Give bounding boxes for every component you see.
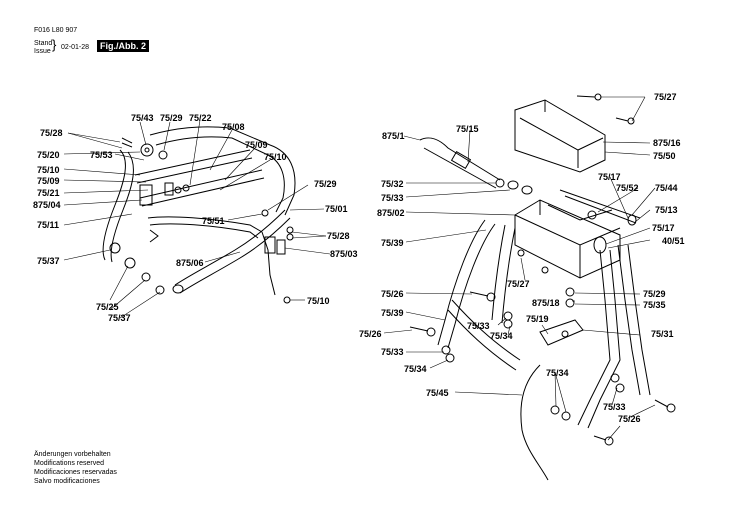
right-tubes xyxy=(437,219,651,481)
issue-date: 02-01-28 xyxy=(61,44,90,51)
part-label-75-13: 75/13 xyxy=(655,205,678,215)
left-clamps-and-bolts xyxy=(109,137,294,304)
left-leader-lines xyxy=(63,119,331,319)
part-label-75-33: 75/33 xyxy=(381,193,404,203)
part-label-75-29: 75/29 xyxy=(643,289,666,299)
part-label-75-10: 75/10 xyxy=(264,152,287,162)
part-label-75-32: 75/32 xyxy=(381,179,404,189)
part-label-75-08: 75/08 xyxy=(222,122,245,132)
left-lower-tube xyxy=(147,209,291,296)
part-label-75-39: 75/39 xyxy=(381,238,404,248)
left-handle-frame xyxy=(102,126,296,263)
part-label-875-02: 875/02 xyxy=(377,208,405,218)
part-label-75-29: 75/29 xyxy=(160,113,183,123)
part-label-75-31: 75/31 xyxy=(651,329,674,339)
part-label-875-04: 875/04 xyxy=(33,200,61,210)
right-hardware xyxy=(409,93,676,446)
part-label-75-28: 75/28 xyxy=(327,231,350,241)
part-label-75-10: 75/10 xyxy=(37,165,60,175)
part-label-40-51: 40/51 xyxy=(662,236,685,246)
part-label-875-16: 875/16 xyxy=(653,138,681,148)
part-label-75-21: 75/21 xyxy=(37,188,60,198)
part-label-75-25: 75/25 xyxy=(96,302,119,312)
part-label-75-37: 75/37 xyxy=(108,313,131,323)
part-label-75-27: 75/27 xyxy=(507,279,530,289)
part-label-75-44: 75/44 xyxy=(655,183,678,193)
part-label-75-34: 75/34 xyxy=(546,368,569,378)
right-cover-box xyxy=(514,99,606,173)
part-label-75-01: 75/01 xyxy=(325,204,348,214)
part-label-75-28: 75/28 xyxy=(40,128,63,138)
part-label-75-10: 75/10 xyxy=(307,296,330,306)
stand-label: Stand xyxy=(34,40,53,47)
footer-line-de: Änderungen vorbehalten xyxy=(34,451,111,458)
right-handle-rod xyxy=(419,137,533,195)
part-label-75-26: 75/26 xyxy=(618,414,641,424)
part-label-75-17: 75/17 xyxy=(598,172,621,182)
part-label-75-11: 75/11 xyxy=(37,220,60,230)
figure-badge: Fig./Abb. 2 xyxy=(97,40,149,52)
brace-glyph: } xyxy=(52,37,57,52)
doc-number: F016 L80 907 xyxy=(34,27,78,34)
part-label-75-43: 75/43 xyxy=(131,113,154,123)
part-label-75-53: 75/53 xyxy=(90,150,113,160)
part-label-75-33: 75/33 xyxy=(381,347,404,357)
part-label-875-18: 875/18 xyxy=(532,298,560,308)
part-label-75-33: 75/33 xyxy=(603,402,626,412)
part-label-75-27: 75/27 xyxy=(654,92,677,102)
part-label-75-45: 75/45 xyxy=(426,388,449,398)
part-label-75-22: 75/22 xyxy=(189,113,212,123)
part-label-75-50: 75/50 xyxy=(653,151,676,161)
part-label-75-29: 75/29 xyxy=(314,179,337,189)
part-label-75-26: 75/26 xyxy=(381,289,404,299)
part-label-875-1: 875/1 xyxy=(382,131,405,141)
part-label-875-03: 875/03 xyxy=(330,249,358,259)
part-label-75-34: 75/34 xyxy=(404,364,427,374)
part-label-75-33: 75/33 xyxy=(467,321,490,331)
footer-line-es: Modificaciones reservadas xyxy=(34,469,117,476)
part-label-75-34: 75/34 xyxy=(490,331,513,341)
part-label-75-37: 75/37 xyxy=(37,256,60,266)
right-leader-lines xyxy=(383,96,656,441)
footer-notice: Änderungen vorbehalten Modifications res… xyxy=(34,450,117,486)
part-label-75-09: 75/09 xyxy=(37,176,60,186)
issue-label: Issue xyxy=(34,48,51,55)
footer-line-en: Modifications reserved xyxy=(34,460,105,467)
part-label-75-17: 75/17 xyxy=(652,223,675,233)
part-label-75-09: 75/09 xyxy=(245,140,268,150)
part-label-75-20: 75/20 xyxy=(37,150,60,160)
part-label-75-51: 75/51 xyxy=(202,216,225,226)
part-label-75-52: 75/52 xyxy=(616,183,639,193)
part-label-75-19: 75/19 xyxy=(526,314,549,324)
part-label-875-06: 875/06 xyxy=(176,258,204,268)
footer-line-pt: Salvo modificaciones xyxy=(34,478,100,485)
part-label-75-35: 75/35 xyxy=(643,300,666,310)
part-label-75-15: 75/15 xyxy=(456,124,479,134)
part-label-75-26: 75/26 xyxy=(359,329,382,339)
part-label-75-39: 75/39 xyxy=(381,308,404,318)
